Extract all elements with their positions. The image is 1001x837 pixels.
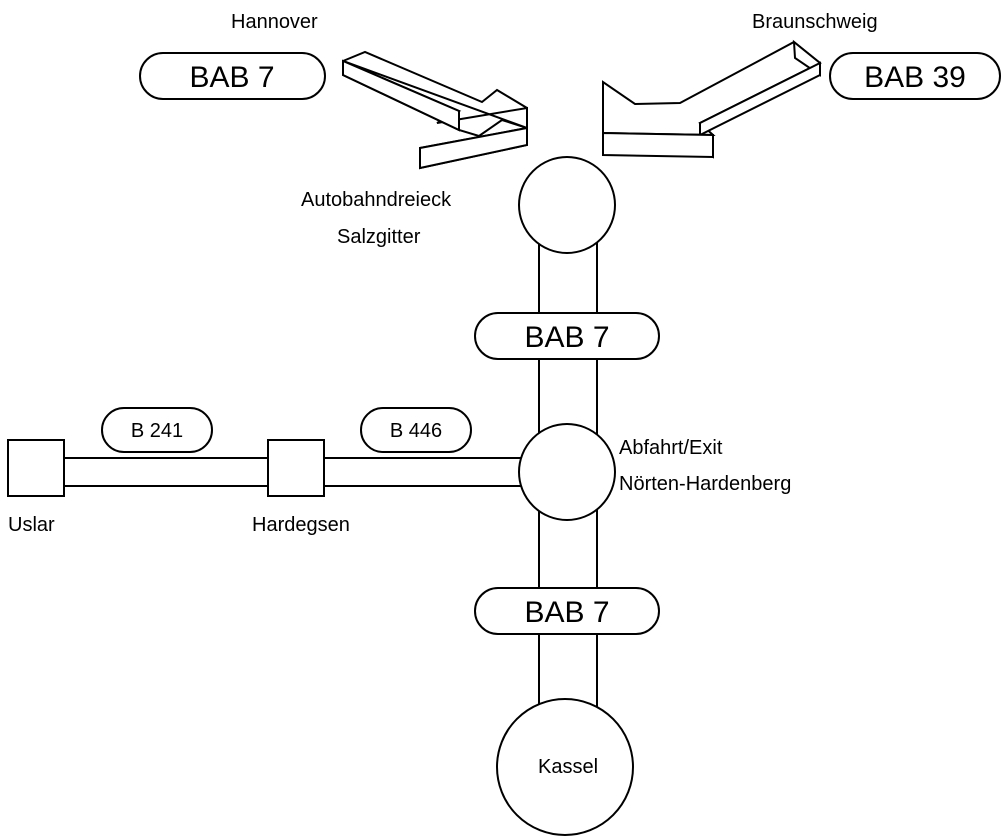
hardegsen-town-square	[267, 439, 325, 497]
kassel-label: Kassel	[538, 756, 598, 778]
b446-label: B 446	[390, 420, 442, 442]
bab7-upper-shield	[474, 312, 660, 360]
bab7-top-left-shield	[139, 52, 326, 100]
b241-shield	[101, 407, 213, 453]
bab39-shield	[829, 52, 1001, 100]
uslar-label: Uslar	[8, 514, 55, 536]
bab39-label: BAB 39	[864, 61, 966, 94]
arrow-from-hannover	[342, 50, 528, 170]
exit-label-line2: Nörten-Hardenberg	[619, 473, 791, 495]
bab7-lower-shield	[474, 587, 660, 635]
direction-braunschweig-label: Braunschweig	[752, 11, 878, 33]
bab7-upper-label: BAB 7	[524, 321, 609, 354]
salzgitter-label-line2: Salzgitter	[337, 226, 421, 248]
b241-label: B 241	[131, 420, 183, 442]
b446-shield	[360, 407, 472, 453]
bab7-top-left-label: BAB 7	[189, 61, 274, 94]
salzgitter-label-line1: Autobahndreieck	[301, 189, 452, 211]
uslar-town-square	[7, 439, 65, 497]
kassel-circle	[496, 698, 634, 836]
arrow-from-braunschweig	[602, 39, 822, 159]
exit-label-line1: Abfahrt/Exit	[619, 437, 723, 459]
salzgitter-junction-circle	[518, 156, 616, 254]
bab7-lower-label: BAB 7	[524, 596, 609, 629]
direction-hannover-label: Hannover	[231, 11, 318, 33]
hardegsen-label: Hardegsen	[252, 514, 350, 536]
exit-junction-circle	[518, 423, 616, 521]
